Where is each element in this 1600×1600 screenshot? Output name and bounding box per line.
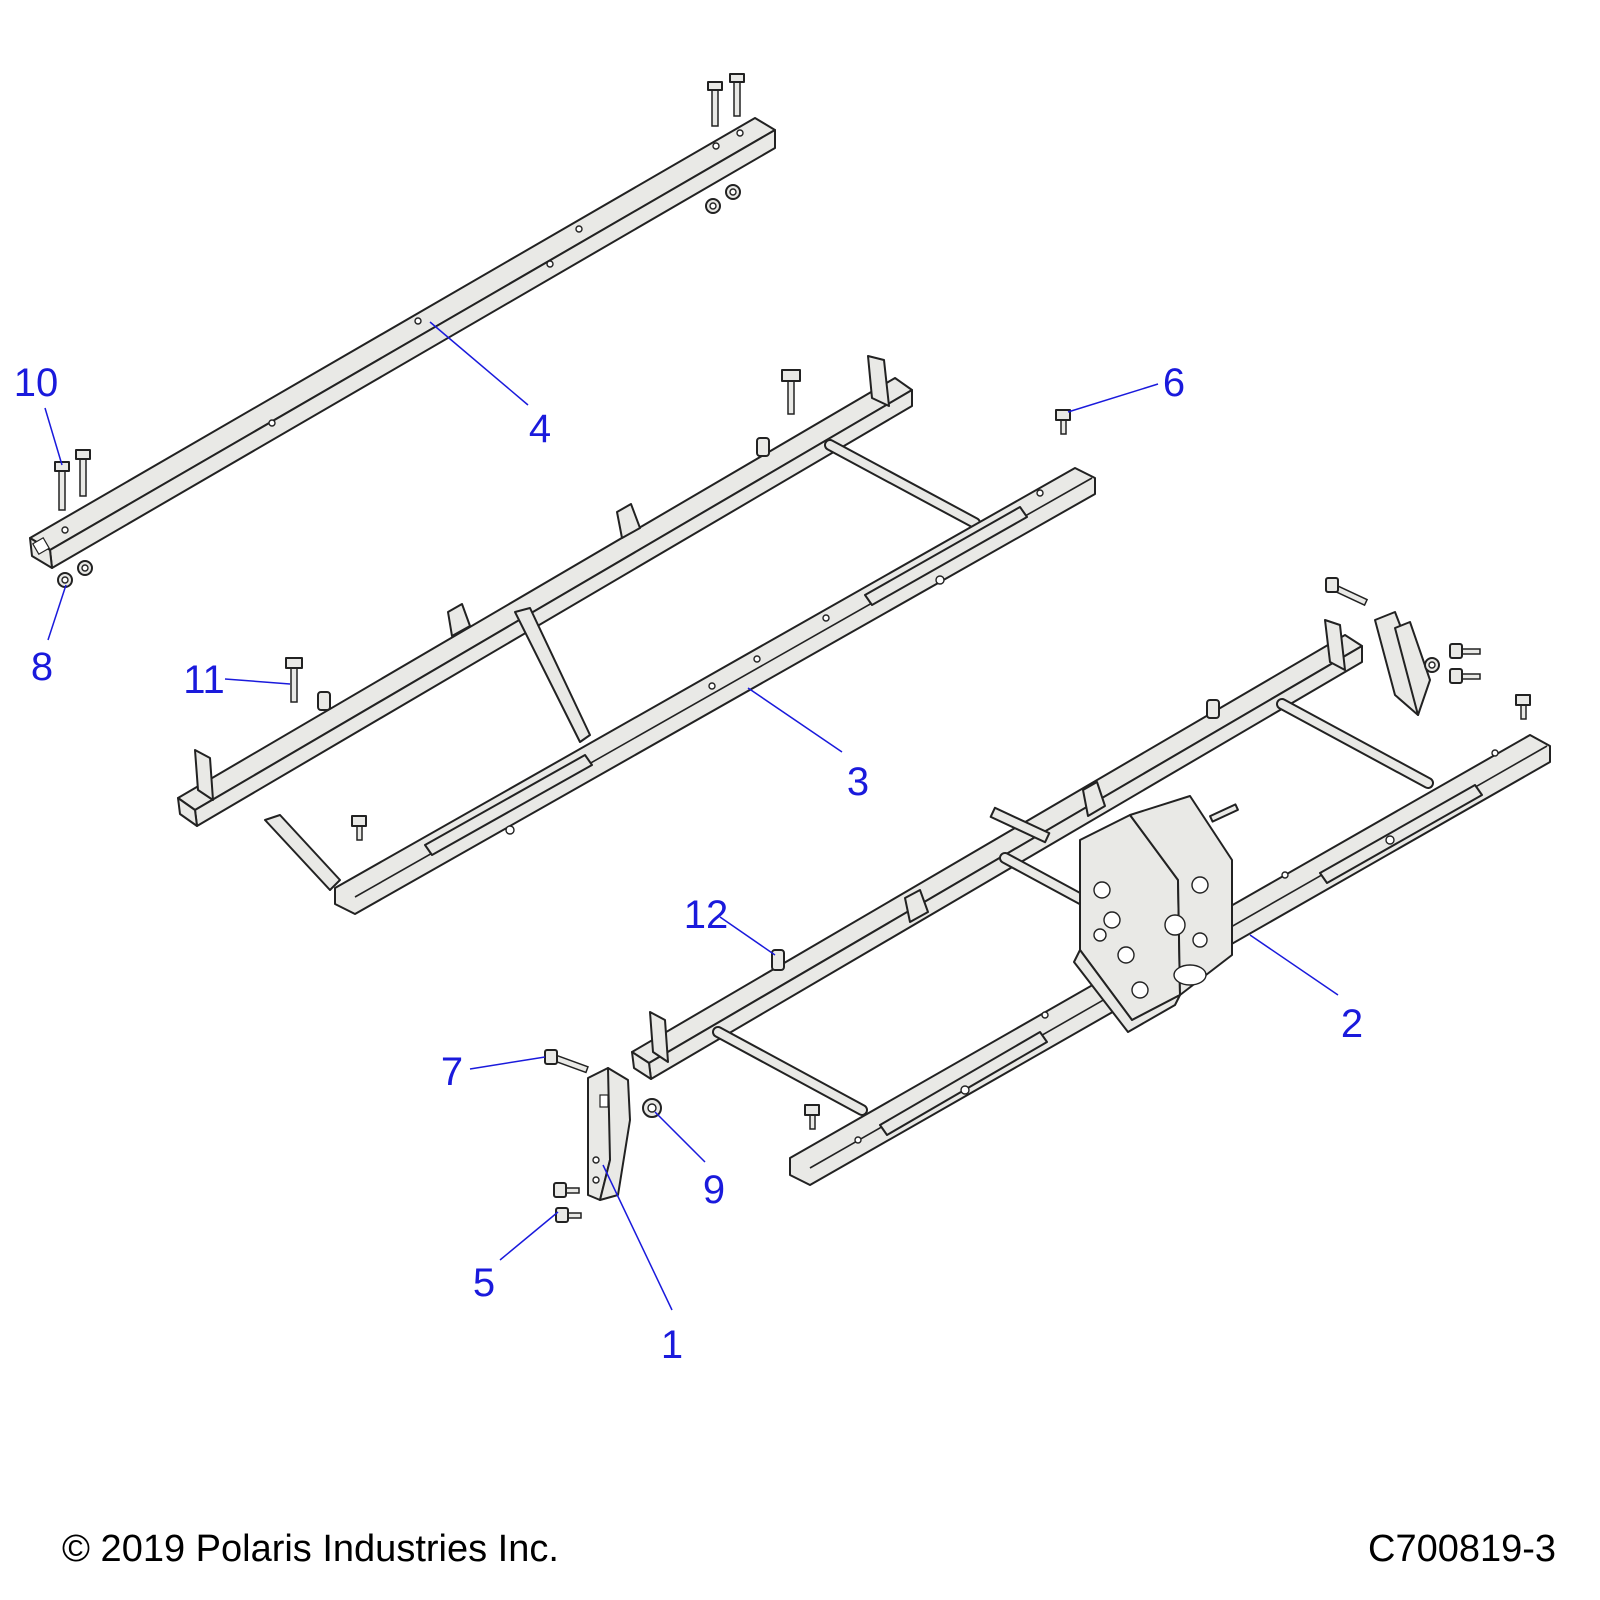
bolt-part-11: [285, 657, 303, 703]
leader-line-5: [499, 1211, 559, 1261]
bolt-top-part-3: [781, 369, 801, 415]
callout-2: 2: [1341, 1002, 1363, 1046]
leader-line-11: [224, 678, 291, 685]
nut-part-8-a: [57, 572, 73, 588]
leader-line-4: [429, 321, 529, 406]
leader-line-12: [719, 916, 776, 956]
bolt-right-hanger-a: [1449, 643, 1481, 659]
copyright-notice: © 2019 Polaris Industries Inc.: [62, 1528, 559, 1570]
nut-part-8-b: [77, 560, 93, 576]
bolt-right-part-2: [1515, 694, 1531, 720]
leader-line-6: [1067, 383, 1159, 413]
frame-assembly-part-2: [631, 619, 1551, 1186]
bolt-bottom-part-2: [804, 1104, 820, 1130]
bolt-top-right-b: [729, 73, 745, 117]
leader-line-8: [47, 584, 67, 641]
callout-12: 12: [684, 893, 729, 937]
leader-line-9: [654, 1111, 706, 1163]
bolt-part-5-b: [555, 1207, 582, 1223]
bolt-part-7: [544, 1049, 589, 1074]
callout-7: 7: [441, 1050, 463, 1094]
bolt-part-6: [1055, 409, 1071, 435]
callout-8: 8: [31, 645, 53, 689]
hanger-bracket-right: [1374, 611, 1431, 716]
leader-line-7: [469, 1056, 546, 1070]
leader-line-10: [44, 407, 63, 466]
nut-top-right-b: [705, 198, 721, 214]
bolt-left-part-3: [351, 815, 367, 841]
nut-right-hanger: [1424, 657, 1440, 673]
bolt-part-10-b: [75, 449, 91, 497]
nut-top-right-a: [725, 184, 741, 200]
drawing-number: C700819-3: [1368, 1528, 1557, 1570]
callout-4: 4: [529, 407, 551, 451]
callout-6: 6: [1163, 361, 1185, 405]
bolt-top-right-part-2: [1325, 577, 1369, 607]
crossbar-tube-part-4: [29, 117, 776, 569]
bolt-part-5-a: [553, 1182, 580, 1198]
callout-5: 5: [473, 1261, 495, 1305]
callout-labels: 1 2 3 4 5 6 7 8 9 10 11 12: [14, 361, 1363, 1367]
bolt-part-10-a: [54, 461, 70, 511]
callout-10: 10: [14, 361, 59, 405]
leader-lines: [44, 321, 1339, 1311]
leader-line-3: [747, 687, 843, 753]
callout-11: 11: [183, 658, 225, 702]
bolt-top-right-a: [707, 81, 723, 127]
callout-3: 3: [847, 760, 869, 804]
bolt-right-hanger-b: [1449, 668, 1481, 684]
leader-line-2: [1249, 934, 1339, 996]
callout-9: 9: [703, 1168, 725, 1212]
callout-1: 1: [661, 1323, 683, 1367]
leader-line-1: [602, 1164, 673, 1311]
hanger-bracket-part-1: [587, 1067, 631, 1201]
frame-assembly-part-3: [177, 355, 1096, 915]
